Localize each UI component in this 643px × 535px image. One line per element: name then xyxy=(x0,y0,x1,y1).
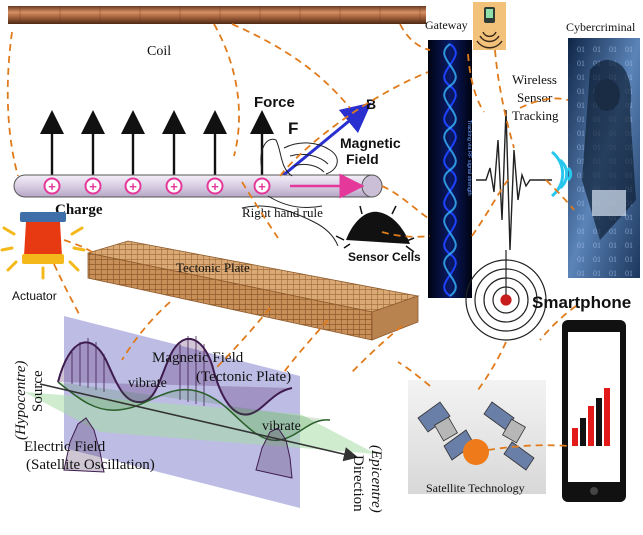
satellite-panel xyxy=(408,380,546,494)
svg-text:+: + xyxy=(211,179,219,194)
magnetic-field-label-line2: Field xyxy=(346,151,379,167)
coil-label: Coil xyxy=(147,44,171,59)
actuator-icon xyxy=(0,212,86,280)
wireless-label-line3: Tracking xyxy=(512,108,559,123)
right-hand-rule-label: Right hand rule xyxy=(242,205,323,220)
gateway-device-icon xyxy=(476,7,503,49)
magnetic-field-wave xyxy=(57,336,293,416)
source-label-line1: (Hypocentre) xyxy=(13,361,29,440)
coil-texture xyxy=(19,6,421,24)
vibrate-label-right: vibrate xyxy=(262,419,301,434)
cybercriminal-label: Cybercriminal xyxy=(566,20,636,34)
magnetic-field-tp-label-line1: Magnetic Field xyxy=(152,350,244,366)
actuator-label: Actuator xyxy=(12,289,57,303)
sensor-cells-image xyxy=(335,205,415,253)
tectonic-plate-image xyxy=(87,240,420,341)
tectonic-plate-label: Tectonic Plate xyxy=(176,260,250,275)
gateway-label: Gateway xyxy=(425,18,468,32)
right-hand-sketch xyxy=(241,138,339,247)
wireless-label-line2: Sensor xyxy=(517,90,553,105)
gateway-vertical-text: Tracking via RF signal strength xyxy=(466,120,472,196)
dashed-connection-links xyxy=(6,23,577,451)
em-wave-planes xyxy=(24,316,376,508)
svg-text:+: + xyxy=(129,179,137,194)
direction-label-line2: Direction xyxy=(350,455,366,512)
svg-text:+: + xyxy=(89,179,97,194)
wireless-label-line1: Wireless xyxy=(512,72,557,87)
sensor-cells-label: Sensor Cells xyxy=(348,250,421,264)
direction-label-line1: (Epicentre) xyxy=(368,445,384,513)
coil-image xyxy=(8,6,426,24)
force-symbol: F xyxy=(288,119,298,138)
helix-signal xyxy=(443,43,457,297)
electric-field-label-line1: Electric Field xyxy=(24,439,106,455)
seismogram-trace xyxy=(476,109,552,251)
vibrate-label-top: vibrate xyxy=(128,376,167,391)
smartphone-icon xyxy=(562,320,626,502)
magnetic-field-tp-label-line2: (Tectonic Plate) xyxy=(196,369,291,385)
wifi-signal-icon xyxy=(551,150,573,198)
satellite-left-icon xyxy=(417,401,475,461)
satellite-right-icon xyxy=(483,401,535,471)
magnetic-field-label-line1: Magnetic xyxy=(340,135,401,151)
cybercriminal-image xyxy=(568,38,640,278)
b-symbol: B xyxy=(366,96,376,112)
propagation-direction-arrow xyxy=(39,383,359,462)
svg-text:+: + xyxy=(258,179,266,194)
b-vector-arrow xyxy=(274,102,372,184)
svg-text:+: + xyxy=(48,179,56,194)
rod-end-cap xyxy=(361,174,383,198)
source-label-line2: Source xyxy=(30,370,46,412)
charge-label: Charge xyxy=(55,202,103,218)
satellite-core-sphere xyxy=(463,439,489,465)
electric-field-label-line2: (Satellite Oscillation) xyxy=(26,457,155,473)
smartphone-label: Smartphone xyxy=(532,293,631,312)
charge-symbols: + + + + + + xyxy=(43,177,271,195)
satellite-technology-label: Satellite Technology xyxy=(426,481,525,495)
force-arrows xyxy=(40,110,274,175)
force-label: Force xyxy=(254,94,295,111)
svg-text:+: + xyxy=(170,179,178,194)
